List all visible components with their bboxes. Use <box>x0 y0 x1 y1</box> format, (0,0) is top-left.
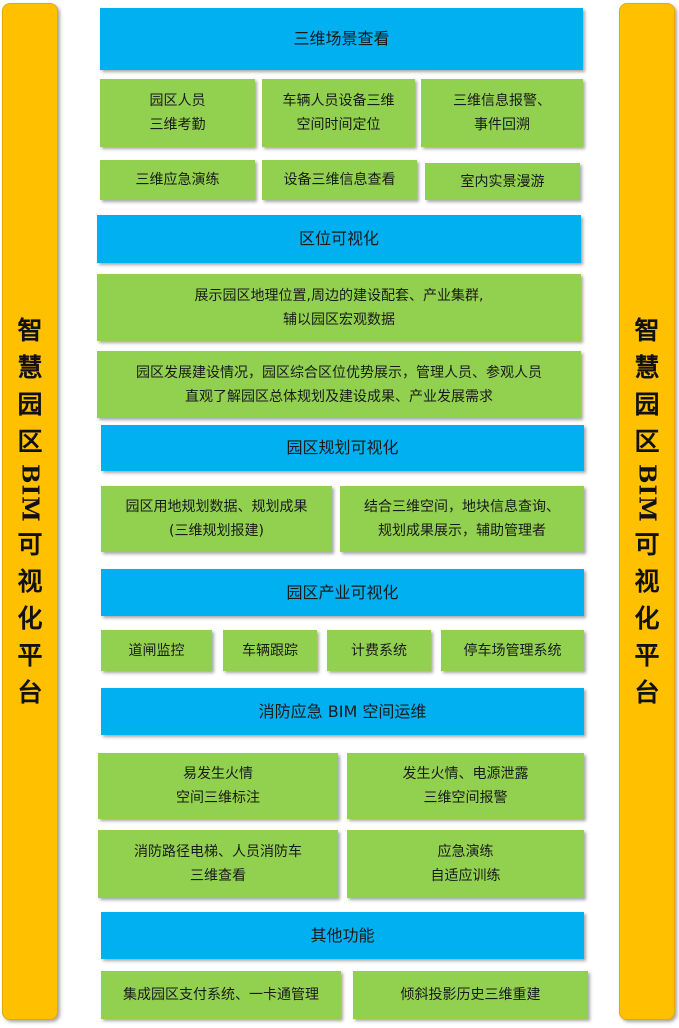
side-char: 台 <box>634 678 660 708</box>
item-spacetime-positioning: 车辆人员设备三维 空间时间定位 <box>262 79 415 147</box>
section-header-location: 区位可视化 <box>97 215 581 263</box>
item-evacuation-route: 消防路径电梯、人员消防车 三维查看 <box>98 830 338 898</box>
item-emergency-drill: 三维应急演练 <box>100 160 255 200</box>
side-char: 区 <box>17 426 43 456</box>
section-header-other: 其他功能 <box>101 912 584 959</box>
item-device-info: 设备三维信息查看 <box>262 160 417 200</box>
section-header-fire-emergency: 消防应急 BIM 空间运维 <box>101 688 584 735</box>
side-char: 化 <box>634 604 660 634</box>
item-oblique-reconstruction: 倾斜投影历史三维重建 <box>353 971 588 1019</box>
item-indoor-roaming: 室内实景漫游 <box>425 163 580 200</box>
side-char: 区 <box>634 426 660 456</box>
item-plot-query: 结合三维空间，地块信息查询、 规划成果展示，辅助管理者 <box>340 486 584 552</box>
left-side-banner: 智 慧 园 区 BIM 可 视 化 平 台 <box>2 3 58 1020</box>
side-latin: BIM <box>16 463 44 523</box>
item-alarm-replay: 三维信息报警、 事件回溯 <box>421 79 583 147</box>
item-adaptive-drill: 应急演练 自适应训练 <box>347 830 584 898</box>
item-vehicle-tracking: 车辆跟踪 <box>223 630 317 671</box>
side-char: 平 <box>634 641 660 671</box>
side-char: 台 <box>17 678 43 708</box>
item-billing-system: 计费系统 <box>327 630 431 671</box>
item-land-planning: 园区用地规划数据、规划成果 (三维规划报建) <box>101 486 332 552</box>
item-fire-alarm: 发生火情、电源泄露 三维空间报警 <box>347 753 584 819</box>
side-char: 园 <box>17 389 43 419</box>
item-geo-location: 展示园区地理位置,周边的建设配套、产业集群, 辅以园区宏观数据 <box>97 274 581 341</box>
item-development-status: 园区发展建设情况，园区综合区位优势展示，管理人员、参观人员 直观了解园区总体规划… <box>97 351 581 418</box>
item-parking-management: 停车场管理系统 <box>441 630 584 671</box>
side-latin: BIM <box>633 463 661 523</box>
section-header-industry: 园区产业可视化 <box>101 569 584 616</box>
side-char: 慧 <box>634 352 660 382</box>
side-char: 视 <box>17 567 43 597</box>
side-char: 园 <box>634 389 660 419</box>
side-char: 化 <box>17 604 43 634</box>
side-char: 慧 <box>17 352 43 382</box>
item-fire-prone-marking: 易发生火情 空间三维标注 <box>98 753 338 819</box>
side-char: 平 <box>17 641 43 671</box>
side-char: 可 <box>17 530 43 560</box>
item-payment-integration: 集成园区支付系统、一卡通管理 <box>101 971 341 1019</box>
side-char: 视 <box>634 567 660 597</box>
right-side-banner: 智 慧 园 区 BIM 可 视 化 平 台 <box>619 3 675 1020</box>
item-personnel-attendance: 园区人员 三维考勤 <box>100 79 255 147</box>
side-char: 智 <box>17 315 43 345</box>
side-char: 智 <box>634 315 660 345</box>
section-header-scene-view: 三维场景查看 <box>100 8 583 70</box>
side-char: 可 <box>634 530 660 560</box>
section-header-planning: 园区规划可视化 <box>101 425 584 471</box>
item-gate-monitor: 道闸监控 <box>101 630 212 671</box>
